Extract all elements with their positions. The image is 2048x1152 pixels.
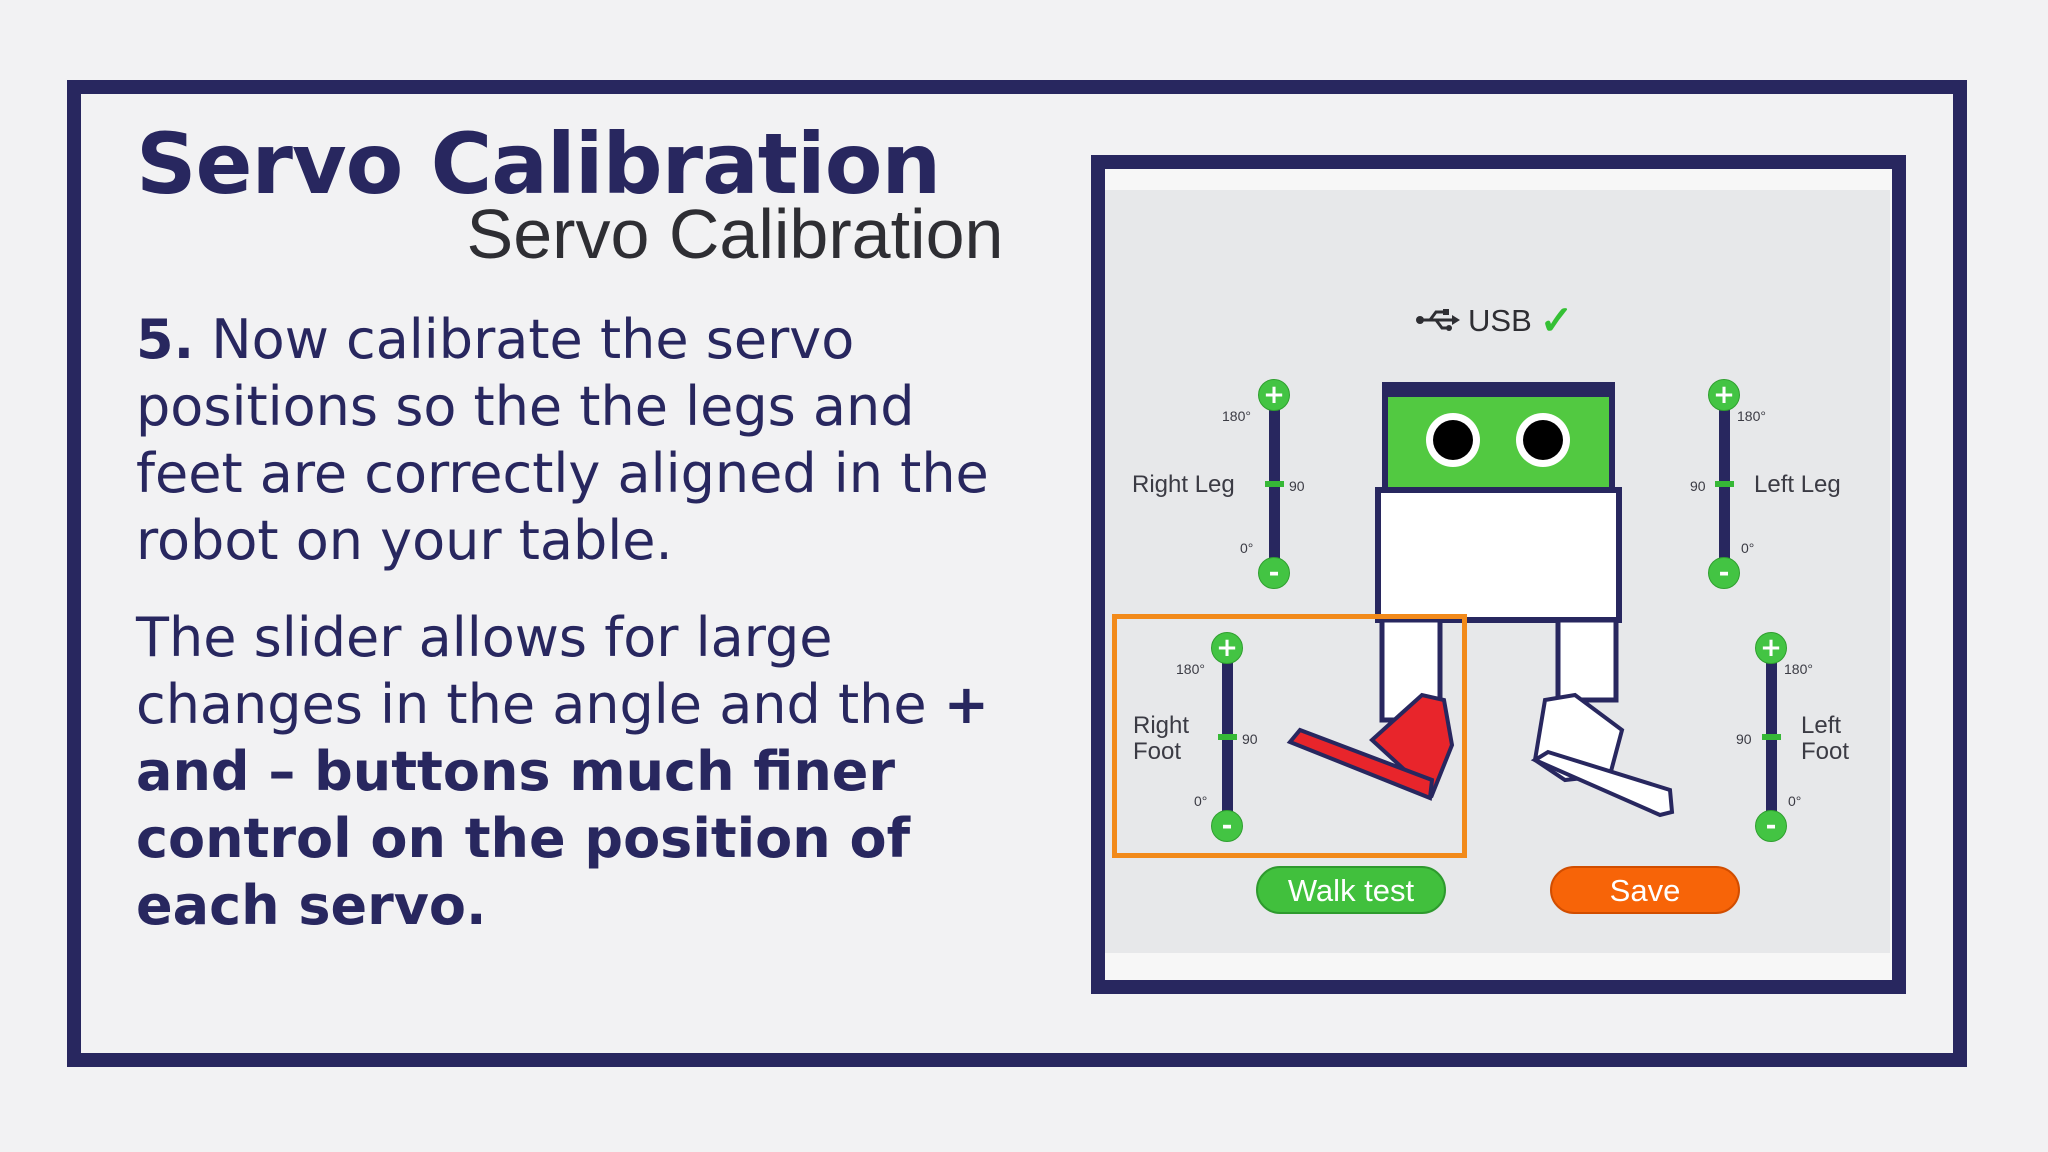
minus-icon: - bbox=[1221, 811, 1233, 841]
usb-label: USB bbox=[1468, 303, 1532, 338]
plus-icon: + bbox=[1713, 380, 1735, 410]
check-icon: ✓ bbox=[1539, 299, 1574, 343]
right-leg-mid-label: 90 bbox=[1289, 478, 1305, 494]
minus-icon: - bbox=[1765, 811, 1777, 841]
save-button[interactable]: Save bbox=[1550, 866, 1740, 914]
right-leg-label: Right Leg bbox=[1132, 471, 1235, 498]
plus-icon: + bbox=[1760, 633, 1782, 663]
step-text: Now calibrate the servo positions so the… bbox=[136, 308, 989, 572]
left-leg-label: Left Leg bbox=[1754, 471, 1841, 498]
step-number: 5. bbox=[136, 308, 195, 371]
walk-test-button[interactable]: Walk test bbox=[1256, 866, 1446, 914]
app-title: Servo Calibration bbox=[466, 195, 1004, 273]
right-foot-max-label: 180° bbox=[1176, 661, 1205, 677]
right-foot-mid-label: 90 bbox=[1242, 731, 1258, 747]
right-foot-minus-button[interactable]: - bbox=[1211, 810, 1243, 842]
left-leg-min-label: 0° bbox=[1741, 540, 1755, 556]
connection-status: USB ✓ bbox=[1416, 298, 1573, 344]
right-foot-highlight bbox=[1112, 614, 1467, 858]
slide-title: Servo Calibration bbox=[136, 115, 941, 213]
left-leg-slider[interactable]: + - bbox=[1703, 379, 1745, 591]
left-foot-minus-button[interactable]: - bbox=[1755, 810, 1787, 842]
left-foot-label-line1: Left bbox=[1801, 712, 1842, 739]
plus-icon: + bbox=[1263, 380, 1285, 410]
left-leg-slider-handle[interactable] bbox=[1715, 481, 1734, 487]
left-foot-label-line2: Foot bbox=[1801, 738, 1850, 765]
left-leg-plus-button[interactable]: + bbox=[1708, 379, 1740, 411]
right-leg-slider-handle[interactable] bbox=[1265, 481, 1284, 487]
left-leg-max-label: 180° bbox=[1737, 408, 1766, 424]
right-leg-max-label: 180° bbox=[1222, 408, 1251, 424]
right-foot-min-label: 0° bbox=[1194, 793, 1208, 809]
robot-illustration bbox=[1286, 382, 1675, 818]
right-leg-min-label: 0° bbox=[1240, 540, 1254, 556]
step-paragraph: 5. Now calibrate the servo positions so … bbox=[136, 306, 1036, 574]
slide-frame bbox=[67, 80, 1967, 1067]
plus-icon: + bbox=[1216, 633, 1238, 663]
minus-icon: - bbox=[1718, 558, 1730, 588]
left-foot-label: Left Foot bbox=[1801, 713, 1849, 765]
left-leg-minus-button[interactable]: - bbox=[1708, 557, 1740, 589]
left-foot-slider-handle[interactable] bbox=[1762, 734, 1781, 740]
right-leg-slider[interactable]: + - bbox=[1253, 379, 1295, 591]
slider-explanation-text: The slider allows for large changes in t… bbox=[136, 606, 944, 736]
left-foot-mid-label: 90 bbox=[1736, 731, 1752, 747]
right-leg-plus-button[interactable]: + bbox=[1258, 379, 1290, 411]
left-foot-slider[interactable]: + - bbox=[1750, 632, 1792, 844]
slider-explanation-bold: + and – buttons much finer control on th… bbox=[136, 673, 989, 937]
minus-icon: - bbox=[1268, 558, 1280, 588]
right-foot-slider[interactable]: + - bbox=[1206, 632, 1248, 844]
right-foot-label-line2: Foot bbox=[1133, 738, 1182, 765]
left-foot-plus-button[interactable]: + bbox=[1755, 632, 1787, 664]
slider-explanation: The slider allows for large changes in t… bbox=[136, 604, 1036, 939]
right-foot-label: Right Foot bbox=[1133, 713, 1189, 765]
right-foot-plus-button[interactable]: + bbox=[1211, 632, 1243, 664]
left-foot-min-label: 0° bbox=[1788, 793, 1802, 809]
right-leg-minus-button[interactable]: - bbox=[1258, 557, 1290, 589]
right-foot-label-line1: Right bbox=[1133, 712, 1190, 739]
usb-icon bbox=[1416, 303, 1460, 339]
left-leg-mid-label: 90 bbox=[1690, 478, 1706, 494]
left-foot-max-label: 180° bbox=[1784, 661, 1813, 677]
right-foot-slider-handle[interactable] bbox=[1218, 734, 1237, 740]
